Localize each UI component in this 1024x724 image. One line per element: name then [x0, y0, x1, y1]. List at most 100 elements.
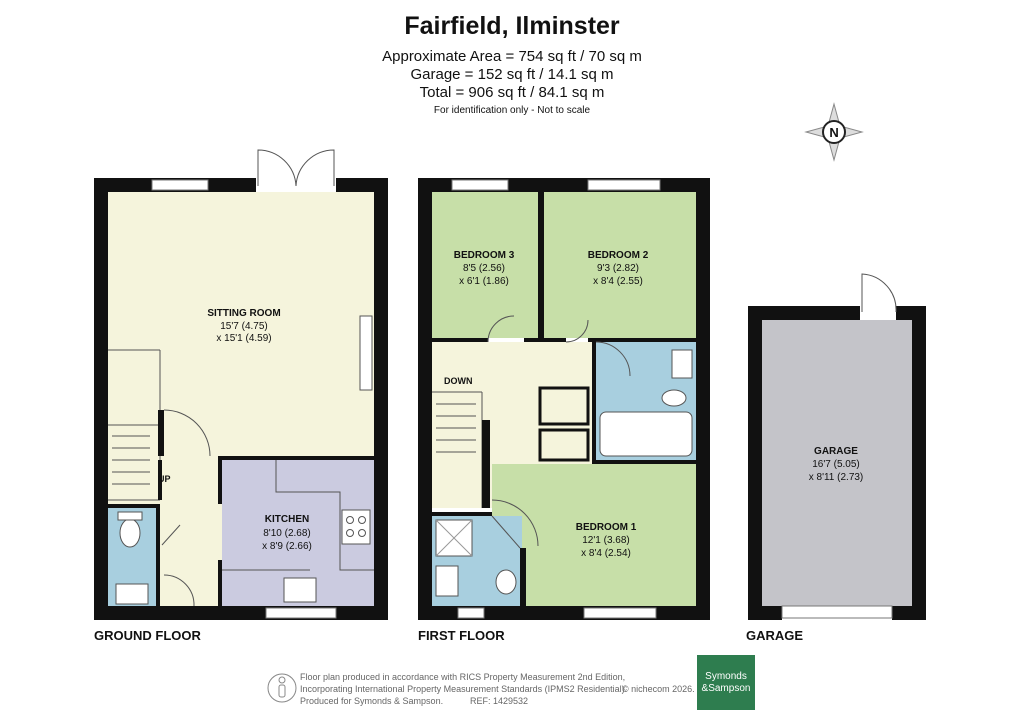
- sink-icon: [283, 577, 317, 603]
- garage-floor-label: GARAGE: [746, 628, 804, 643]
- french-doors: [257, 149, 335, 187]
- kitchen-worktop: [222, 460, 374, 571]
- bed3-wall-lower-b: [524, 338, 566, 342]
- garage-plan: GARAGE 16'7 (5.05) x 8'11 (2.73): [748, 273, 926, 620]
- bedroom-3-name: BEDROOM 3: [454, 250, 515, 261]
- stair-wall-first: [482, 420, 490, 508]
- ensuite-wall-right: [520, 548, 526, 606]
- compass-north-letter: N: [829, 125, 838, 140]
- ground-wall-bottom: [94, 606, 388, 620]
- first-floor-label: FIRST FLOOR: [418, 628, 505, 643]
- bedroom-1-window: [583, 607, 657, 619]
- footer-line-1: Floor plan produced in accordance with R…: [300, 672, 626, 682]
- ground-wall-top-right: [336, 178, 388, 192]
- first-wall-left: [418, 178, 432, 620]
- bed1-door: [491, 499, 539, 547]
- approximate-area: Approximate Area = 754 sq ft / 70 sq m: [382, 48, 642, 65]
- hall-wall: [158, 410, 164, 456]
- ensuite-wall-top: [432, 512, 492, 516]
- bedroom-2-floor: [544, 192, 696, 338]
- hob-icon: [341, 509, 371, 545]
- garage-dim1: 16'7 (5.05): [812, 459, 860, 470]
- bedroom-2-name: BEDROOM 2: [588, 250, 649, 261]
- bedroom-2-dim2: x 8'4 (2.55): [593, 276, 643, 287]
- garage-dim2: x 8'11 (2.73): [809, 472, 864, 483]
- sitting-window: [151, 179, 209, 191]
- kitchen-dim2: x 8'9 (2.66): [262, 541, 312, 552]
- ensuite-toilet-icon: [495, 569, 517, 595]
- bathroom-wall-bottom: [592, 460, 696, 464]
- garage-door-opening: [781, 605, 893, 619]
- bedroom-2-dim1: 9'3 (2.82): [597, 263, 639, 274]
- kitchen-wall-left-lower: [218, 560, 222, 606]
- scale-note: For identification only - Not to scale: [433, 105, 591, 116]
- wc-wall-top: [108, 504, 158, 508]
- kitchen-wall-left-upper: [218, 456, 222, 504]
- ensuite-window: [457, 607, 485, 619]
- first-floor-plan: BEDROOM 3 8'5 (2.56) x 6'1 (1.86) BEDROO…: [418, 178, 710, 620]
- ground-wall-left: [94, 178, 108, 620]
- footer-line-3: Produced for Symonds & Sampson.: [300, 696, 444, 706]
- plan-title: Fairfield, Ilminster: [404, 12, 620, 40]
- footer-ref: REF: 1429532: [470, 696, 529, 706]
- garage-wall-bottom-right: [892, 606, 926, 620]
- bed3-door: [487, 315, 515, 343]
- bed-divider-wall: [538, 192, 544, 338]
- bed2-wall-lower: [588, 338, 696, 342]
- sitting-room-name: SITTING ROOM: [207, 308, 280, 319]
- sitting-room-dim2: x 15'1 (4.59): [216, 333, 271, 344]
- bedroom-1-name: BEDROOM 1: [576, 522, 637, 533]
- garage-side-door: [861, 273, 897, 313]
- cupboard-upper: [538, 386, 590, 426]
- bathroom-wall-left: [592, 342, 596, 464]
- bedroom-3-dim1: 8'5 (2.56): [463, 263, 505, 274]
- ground-floor-label: GROUND FLOOR: [94, 628, 201, 643]
- bedroom-1-dim2: x 8'4 (2.54): [581, 548, 631, 559]
- ensuite-door: [491, 515, 521, 549]
- bed3-wall-lower-a: [432, 338, 488, 342]
- stairs-down-label: DOWN: [444, 376, 473, 386]
- garage-area: Garage = 152 sq ft / 14.1 sq m: [410, 66, 614, 83]
- person-icon: [267, 673, 297, 703]
- compass-icon: N: [804, 102, 864, 162]
- garage-name: GARAGE: [814, 446, 858, 457]
- footer-copyright: © nichecom 2026.: [622, 684, 695, 694]
- bath-icon: [599, 411, 693, 457]
- bed2-door: [565, 319, 589, 343]
- agent-logo: Symonds &Sampson: [697, 655, 755, 710]
- front-door: [163, 574, 195, 607]
- bedroom-1-dim1: 12'1 (3.68): [582, 535, 630, 546]
- basin-icon: [115, 583, 149, 605]
- first-wall-right: [696, 178, 710, 620]
- stairs-up-label: UP: [158, 474, 171, 484]
- bedroom-3-dim2: x 6'1 (1.86): [459, 276, 509, 287]
- garage-wall-bottom-left: [748, 606, 782, 620]
- bathroom-basin-icon: [671, 349, 693, 379]
- wc-wall-right: [156, 504, 160, 606]
- ground-wall-right: [374, 178, 388, 620]
- garage-wall-left: [748, 306, 762, 620]
- garage-floor: [762, 320, 912, 606]
- bedroom-2-window: [587, 179, 661, 191]
- kitchen-dim1: 8'10 (2.68): [263, 528, 311, 539]
- kitchen-wall-top: [218, 456, 374, 460]
- stair-wall: [158, 460, 162, 500]
- kitchen-window: [265, 607, 337, 619]
- footer-line-2: Incorporating International Property Mea…: [300, 684, 628, 694]
- bathroom-door: [595, 341, 631, 377]
- cupboard-lower: [538, 428, 590, 462]
- bedroom-3-floor: [432, 192, 538, 338]
- logo-line-1: Symonds: [705, 670, 747, 682]
- garage-wall-top-right: [896, 306, 926, 320]
- kitchen-name: KITCHEN: [265, 514, 309, 525]
- logo-line-2: &Sampson: [701, 682, 751, 694]
- bathroom-toilet-icon: [661, 389, 687, 407]
- fireplace-icon: [359, 315, 373, 391]
- garage-wall-top-left: [748, 306, 860, 320]
- sitting-room-dim1: 15'7 (4.75): [220, 321, 268, 332]
- garage-wall-right: [912, 306, 926, 620]
- hall-door: [163, 409, 211, 457]
- ground-floor-plan: SITTING ROOM 15'7 (4.75) x 15'1 (4.59) K…: [94, 149, 388, 620]
- ensuite-basin-icon: [435, 565, 459, 597]
